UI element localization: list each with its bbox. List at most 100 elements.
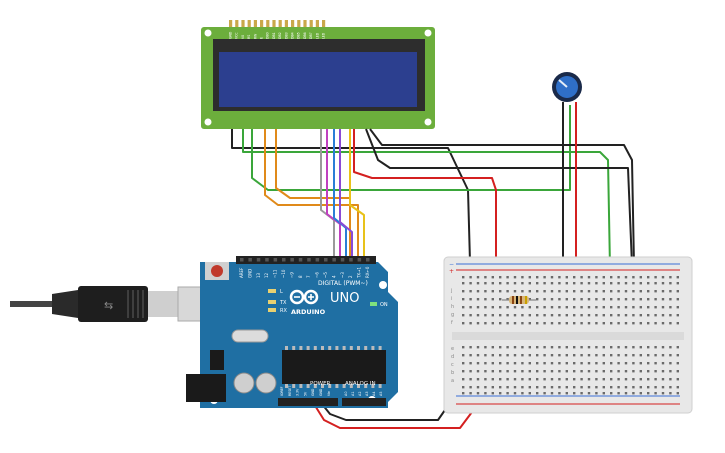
breadboard-hole[interactable] — [513, 346, 517, 349]
breadboard-hole[interactable] — [484, 370, 487, 373]
breadboard-hole[interactable] — [462, 392, 465, 395]
breadboard-hole[interactable] — [550, 290, 554, 293]
breadboard-hole[interactable] — [521, 392, 524, 395]
wire-lcd-gnd-black[interactable] — [231, 129, 471, 263]
breadboard-hole[interactable] — [647, 314, 650, 317]
breadboard-hole[interactable] — [484, 378, 487, 381]
breadboard-hole[interactable] — [661, 314, 665, 317]
breadboard-hole[interactable] — [624, 346, 628, 349]
breadboard-hole[interactable] — [565, 314, 568, 317]
breadboard-hole[interactable] — [536, 386, 539, 389]
breadboard-hole[interactable] — [558, 362, 561, 365]
digital-pin[interactable] — [340, 258, 345, 262]
breadboard-hole[interactable] — [499, 282, 502, 285]
breadboard-hole[interactable] — [624, 306, 628, 309]
breadboard-hole[interactable] — [580, 314, 583, 317]
breadboard-hole[interactable] — [521, 354, 524, 357]
breadboard-hole[interactable] — [610, 298, 613, 301]
breadboard-hole[interactable] — [669, 346, 672, 349]
breadboard-hole[interactable] — [647, 362, 650, 365]
breadboard-hole[interactable] — [632, 306, 635, 309]
breadboard-hole[interactable] — [624, 282, 628, 285]
digital-pin[interactable] — [349, 258, 353, 262]
breadboard-hole[interactable] — [536, 362, 539, 365]
breadboard-hole[interactable] — [573, 322, 576, 325]
breadboard-hole[interactable] — [521, 314, 524, 317]
breadboard-hole[interactable] — [617, 282, 620, 285]
breadboard-hole[interactable] — [550, 282, 554, 285]
breadboard-hole[interactable] — [528, 346, 531, 349]
breadboard-hole[interactable] — [469, 386, 472, 389]
breadboard-hole[interactable] — [462, 378, 465, 381]
breadboard-hole[interactable] — [602, 378, 605, 381]
breadboard-hole[interactable] — [565, 306, 568, 309]
breadboard-hole[interactable] — [543, 282, 546, 285]
breadboard-hole[interactable] — [528, 282, 531, 285]
breadboard-hole[interactable] — [624, 314, 628, 317]
breadboard-hole[interactable] — [602, 282, 605, 285]
breadboard-hole[interactable] — [558, 290, 561, 293]
breadboard-hole[interactable] — [617, 354, 620, 357]
lcd-pin[interactable] — [297, 20, 301, 27]
breadboard-hole[interactable] — [558, 386, 561, 389]
breadboard-hole[interactable] — [506, 322, 509, 325]
breadboard-hole[interactable] — [536, 290, 539, 293]
breadboard-hole[interactable] — [543, 346, 546, 349]
breadboard-hole[interactable] — [558, 392, 561, 395]
breadboard-hole[interactable] — [528, 298, 531, 301]
breadboard-hole[interactable] — [639, 354, 642, 357]
breadboard-hole[interactable] — [543, 314, 546, 317]
breadboard-hole[interactable] — [506, 346, 509, 349]
breadboard-hole[interactable] — [573, 314, 576, 317]
breadboard-hole[interactable] — [499, 370, 502, 373]
breadboard-hole[interactable] — [521, 362, 524, 365]
digital-pin[interactable] — [290, 258, 294, 262]
breadboard-hole[interactable] — [550, 314, 554, 317]
breadboard-hole[interactable] — [661, 346, 665, 349]
breadboard-hole[interactable] — [484, 386, 487, 389]
breadboard-hole[interactable] — [491, 386, 494, 389]
breadboard-hole[interactable] — [565, 282, 568, 285]
breadboard-hole[interactable] — [573, 378, 576, 381]
breadboard-hole[interactable] — [484, 362, 487, 365]
lcd-pin[interactable] — [309, 20, 313, 27]
breadboard-hole[interactable] — [513, 306, 517, 309]
breadboard-hole[interactable] — [565, 298, 568, 301]
breadboard-hole[interactable] — [654, 378, 657, 381]
breadboard-hole[interactable] — [484, 290, 487, 293]
breadboard-hole[interactable] — [610, 276, 613, 279]
breadboard-hole[interactable] — [587, 298, 591, 301]
breadboard-hole[interactable] — [647, 290, 650, 293]
breadboard-hole[interactable] — [491, 290, 494, 293]
breadboard-hole[interactable] — [484, 306, 487, 309]
breadboard-hole[interactable] — [491, 306, 494, 309]
breadboard-hole[interactable] — [654, 392, 657, 395]
breadboard-hole[interactable] — [661, 322, 665, 325]
reset-button[interactable] — [211, 265, 223, 277]
breadboard-hole[interactable] — [506, 354, 509, 357]
breadboard-hole[interactable] — [550, 276, 554, 279]
breadboard-hole[interactable] — [595, 298, 598, 301]
breadboard-hole[interactable] — [521, 386, 524, 389]
breadboard-hole[interactable] — [610, 386, 613, 389]
breadboard-hole[interactable] — [669, 362, 672, 365]
breadboard-hole[interactable] — [499, 314, 502, 317]
usb-cable[interactable]: ⇆ — [10, 286, 209, 322]
digital-pin[interactable] — [273, 258, 278, 262]
breadboard-hole[interactable] — [580, 282, 583, 285]
breadboard-hole[interactable] — [499, 386, 502, 389]
breadboard-hole[interactable] — [669, 354, 672, 357]
breadboard-hole[interactable] — [462, 290, 465, 293]
breadboard-hole[interactable] — [647, 322, 650, 325]
breadboard-hole[interactable] — [587, 276, 591, 279]
breadboard-hole[interactable] — [676, 314, 679, 317]
digital-pin[interactable] — [315, 258, 320, 262]
breadboard-hole[interactable] — [632, 282, 635, 285]
breadboard-hole[interactable] — [610, 370, 613, 373]
breadboard-hole[interactable] — [610, 306, 613, 309]
breadboard-hole[interactable] — [499, 354, 502, 357]
breadboard-hole[interactable] — [647, 306, 650, 309]
breadboard-hole[interactable] — [632, 298, 635, 301]
breadboard-hole[interactable] — [536, 282, 539, 285]
breadboard-hole[interactable] — [654, 290, 657, 293]
